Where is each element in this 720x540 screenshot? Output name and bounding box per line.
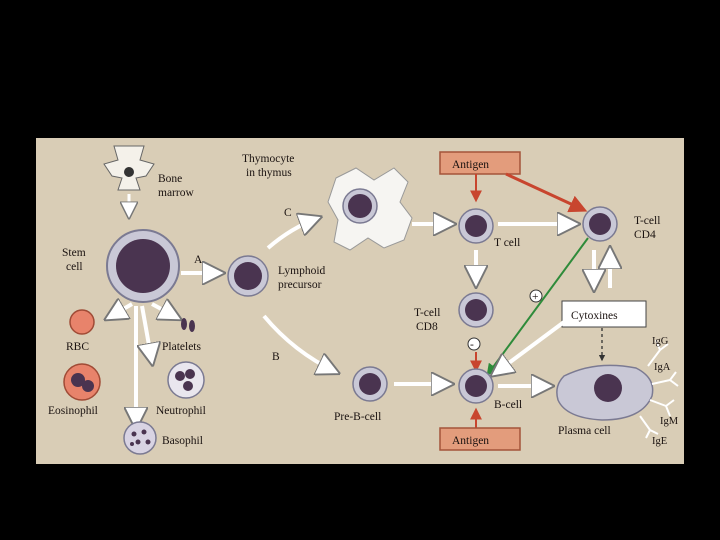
green-help-arrow: [486, 237, 589, 376]
arrow-c-label: C: [284, 207, 292, 219]
plasma-cell-label: Plasma cell: [558, 425, 611, 437]
t-cell-cd8: [458, 292, 494, 328]
t-cell-label: T cell: [494, 237, 520, 249]
cytokines-label: Cytoxines: [571, 310, 618, 322]
antibody-icons: [639, 339, 679, 439]
thymus-icon: [327, 167, 413, 251]
platelets-icon: [181, 318, 195, 332]
igg-label: IgG: [652, 336, 669, 347]
minus-sign: -: [470, 339, 474, 351]
iga-label: IgA: [654, 362, 671, 373]
basophil-cell: [123, 421, 157, 455]
cytokines-box: Cytoxines: [561, 300, 647, 328]
arrow-c: [266, 218, 318, 250]
pre-b-cell-label: Pre-B-cell: [334, 411, 381, 423]
t-cell: [458, 208, 494, 244]
stem-cell: [106, 229, 180, 303]
b-cell: [458, 368, 494, 404]
antigen-top-label: Antigen: [452, 159, 489, 171]
neutrophil-cell: [167, 361, 205, 399]
antigen-to-cd4-arrow: [505, 172, 588, 213]
antigen-bottom-box: Antigen: [439, 427, 521, 451]
lymphoid-precursor-cell: [227, 255, 269, 297]
neutrophil-label: Neutrophil: [156, 405, 206, 417]
rbc-label: RBC: [66, 341, 89, 353]
rbc-cell: [69, 309, 95, 335]
arrow-a-label: A: [194, 254, 203, 266]
eosinophil-cell: [63, 363, 101, 401]
eosinophil-label: Eosinophil: [48, 405, 98, 417]
basophil-label: Basophil: [162, 435, 203, 447]
antigen-bottom-label: Antigen: [452, 435, 489, 447]
t-cell-cd4: [582, 206, 618, 242]
plasma-cell: [556, 364, 654, 421]
platelets-label: Platelets: [162, 341, 201, 353]
pre-b-cell: [352, 366, 388, 402]
bone-marrow-icon: [103, 145, 155, 216]
igm-label: IgM: [660, 416, 679, 427]
ige-label: IgE: [652, 436, 667, 447]
plus-sign: +: [532, 291, 539, 303]
antigen-top-box: Antigen: [439, 151, 521, 175]
arrow-b: [262, 314, 336, 372]
b-cell-label: B-cell: [494, 399, 522, 411]
arrow-b-label: B: [272, 351, 280, 363]
